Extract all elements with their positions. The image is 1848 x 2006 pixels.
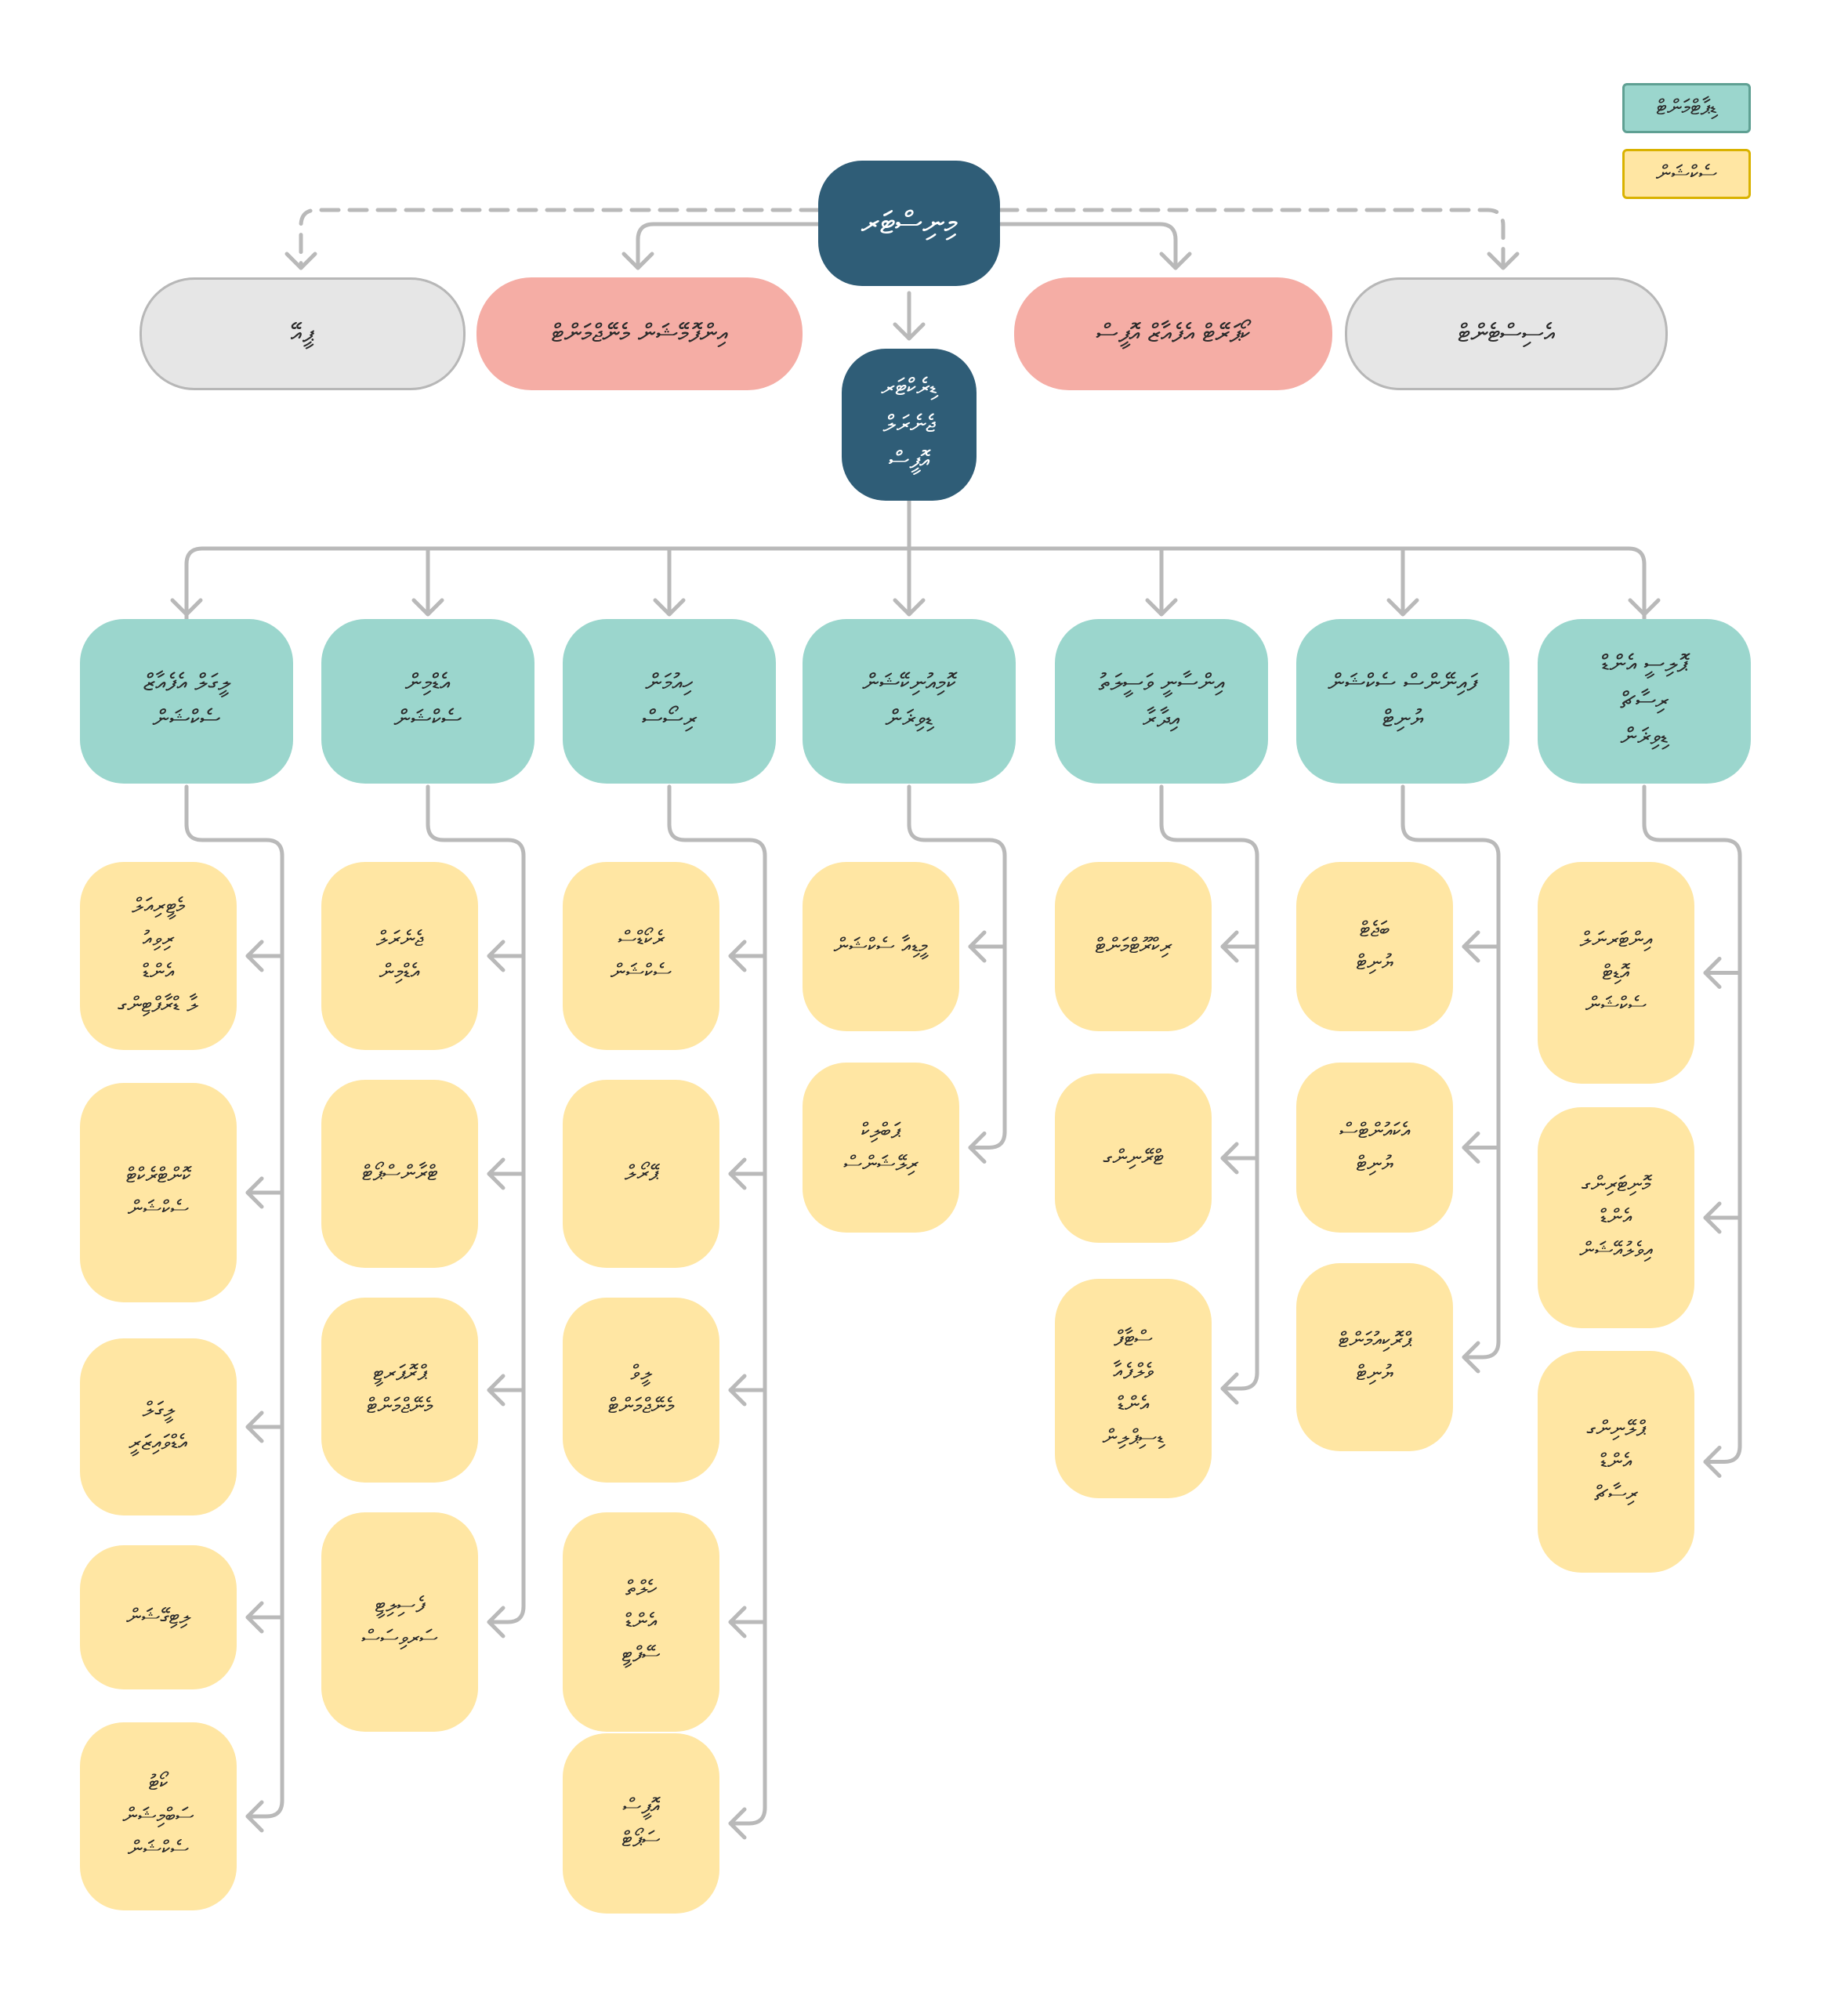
unit-3: އިންސާނީ ވަސީލަތު އިދާރާ bbox=[1055, 619, 1268, 784]
arrow-unit bbox=[170, 598, 203, 617]
section-2-3: ޕްރޮކިއުމަންޓް ޔުނިޓް bbox=[1296, 1263, 1453, 1451]
arrow-assistant bbox=[1487, 252, 1520, 270]
line-unit-spine bbox=[426, 784, 526, 1624]
arrow-section bbox=[728, 940, 747, 972]
arrow-section bbox=[1220, 1372, 1239, 1405]
arrow-unit bbox=[1386, 598, 1419, 617]
unit-6: އެޑްމިން ސެކްޝަން bbox=[321, 619, 534, 784]
arrow-section bbox=[728, 1606, 747, 1638]
section-2-2: އެކައުންޓްސް ޔުނިޓް bbox=[1296, 1063, 1453, 1233]
section-7-4: ލިޓިގޭޝަން bbox=[80, 1545, 237, 1689]
arrow-unit bbox=[653, 598, 686, 617]
arrow-section bbox=[728, 1157, 747, 1190]
arrow-section bbox=[968, 930, 987, 963]
arrow-section bbox=[245, 1176, 264, 1209]
arrow-section bbox=[728, 1807, 747, 1840]
arrow-section bbox=[728, 1374, 747, 1407]
unit-1: ޕޮލިސީ އެންޑް ރިސާޗް ޑިވިޜަން bbox=[1538, 619, 1751, 784]
line-unit-spine bbox=[1400, 784, 1501, 1360]
line-unit-spine bbox=[1159, 784, 1259, 1391]
unit-7: ލީގަލް އެފެއާޒް ސެކްޝަން bbox=[80, 619, 293, 784]
section-5-3: ލީވް މެނޭޖްމަންޓް bbox=[563, 1298, 719, 1483]
arrow-unit bbox=[1145, 598, 1178, 617]
dashed-line-pa bbox=[299, 208, 821, 270]
dashed-line-assistant bbox=[998, 208, 1506, 270]
arrow-section bbox=[1703, 1201, 1722, 1234]
line-corporate-affairs bbox=[998, 222, 1178, 270]
arrow-corporate-affairs bbox=[1159, 252, 1192, 270]
arrow-information-management bbox=[621, 252, 654, 270]
section-5-2: ޕޭރޯލް bbox=[563, 1080, 719, 1268]
line-units-bus bbox=[184, 546, 1647, 621]
arrow-section bbox=[245, 1601, 264, 1634]
arrow-section bbox=[1462, 1132, 1480, 1164]
arrow-section bbox=[487, 940, 505, 972]
corporate-affairs-node: ކޯޕަރޭޓް އެފެއާޒް އޮފީސް bbox=[1014, 277, 1332, 390]
arrow-section bbox=[1462, 1341, 1480, 1374]
section-7-2: ކޮންޓްރެކްޓް ސެކްޝަން bbox=[80, 1083, 237, 1302]
line-unit-spine bbox=[184, 784, 284, 1819]
section-5-5: އޮފީސް ސަޕޯޓް bbox=[563, 1733, 719, 1914]
section-4-2: ޕަބްލިކް ރިލޭޝަންސް bbox=[803, 1063, 959, 1233]
section-6-4: ފެސިލިޓީ ސަރވިސަސް bbox=[321, 1512, 478, 1732]
line-unit-spine bbox=[1642, 784, 1742, 1464]
section-3-1: ރިކްރޫޓްމަންޓް bbox=[1055, 862, 1212, 1031]
arrow-section bbox=[245, 1410, 264, 1443]
arrow-section bbox=[1220, 1142, 1239, 1175]
arrow-section bbox=[245, 1800, 264, 1833]
arrow-pa bbox=[284, 252, 317, 270]
pa-node: ޕީއޭ bbox=[140, 277, 466, 390]
section-6-1: ޖެނެރަލް އެޑްމިން bbox=[321, 862, 478, 1050]
unit-2: ފައިނޭންސް ސެކްޝަން ޔުނިޓް bbox=[1296, 619, 1509, 784]
section-3-3: ސްޓާފް ވެލްފެއާ އެންޑް ޑިސިޕްލިން bbox=[1055, 1279, 1212, 1498]
arrow-section bbox=[1703, 957, 1722, 989]
section-7-3: ލީގަލް އެޑްވައިޒަރީ bbox=[80, 1338, 237, 1515]
root-node: މިނިސްޓަރ bbox=[818, 161, 1000, 286]
assistant-node: އެސިސްޓެންޓް bbox=[1345, 277, 1668, 390]
section-7-5: ކޯޓު ސަބްމިޝަން ސެކްޝަން bbox=[80, 1722, 237, 1910]
line-information-management bbox=[636, 222, 821, 270]
arrow-unit bbox=[893, 598, 926, 617]
section-5-1: ރެކޯޑްސް ސެކްޝަން bbox=[563, 862, 719, 1050]
line-unit-spine bbox=[667, 784, 767, 1826]
legend-department: ޑިޕާޓްމަންޓް bbox=[1622, 83, 1751, 133]
arrow-section bbox=[487, 1606, 505, 1638]
section-7-1: މެޓީރިއަލް ރިވިއު އެންޑް ލާ ޑްރާފްޓިންގ bbox=[80, 862, 237, 1050]
section-1-1: އިންޓަރނަލް އޮޑިޓް ސެކްޝަން bbox=[1538, 862, 1694, 1084]
section-6-3: ޕްރޮޕަރޓީ މެނޭޖްމަންޓް bbox=[321, 1298, 478, 1483]
arrow-section bbox=[487, 1157, 505, 1190]
unit-4: ކޮމިއުނިކޭޝަން ޑިވިޜަން bbox=[803, 619, 1016, 784]
arrow-unit bbox=[1628, 598, 1661, 617]
section-3-2: ޓްރޭނިންގ bbox=[1055, 1074, 1212, 1243]
arrow-unit bbox=[411, 598, 444, 617]
arrow-section bbox=[968, 1132, 987, 1164]
section-6-2: ޓްރާންސްޕޯޓް bbox=[321, 1080, 478, 1268]
arrow-section bbox=[487, 1374, 505, 1407]
director-general-node: ޑިރެކްޓަރ ޖެނެރަލް އޮފީސް bbox=[842, 349, 977, 501]
arrow-section bbox=[1462, 930, 1480, 963]
legend-section: ސެކްޝަން bbox=[1622, 149, 1751, 199]
arrow-section bbox=[1220, 930, 1239, 963]
section-2-1: ބަޖެޓް ޔުނިޓް bbox=[1296, 862, 1453, 1031]
information-management-node: އިންފޮމޭޝަން މެނޭޖްމަންޓް bbox=[476, 277, 803, 390]
section-1-2: މޮނިޓަރިންގ އެންޑް އިވެލުއޭޝަން bbox=[1538, 1107, 1694, 1328]
arrow-section bbox=[245, 940, 264, 972]
line-unit-spine bbox=[907, 784, 1007, 1150]
arrow-section bbox=[1703, 1446, 1722, 1478]
arrow-director bbox=[893, 322, 926, 341]
unit-5: ހިއުމަން ރިސޯސް bbox=[563, 619, 776, 784]
section-5-4: ހެލްތް އެންޑް ސޭފްޓީ bbox=[563, 1512, 719, 1732]
section-4-1: މީޑިއާ ސެކްޝަން bbox=[803, 862, 959, 1031]
section-1-3: ޕްލޭނިންގ އެންޑް ރިސާޗް bbox=[1538, 1351, 1694, 1573]
